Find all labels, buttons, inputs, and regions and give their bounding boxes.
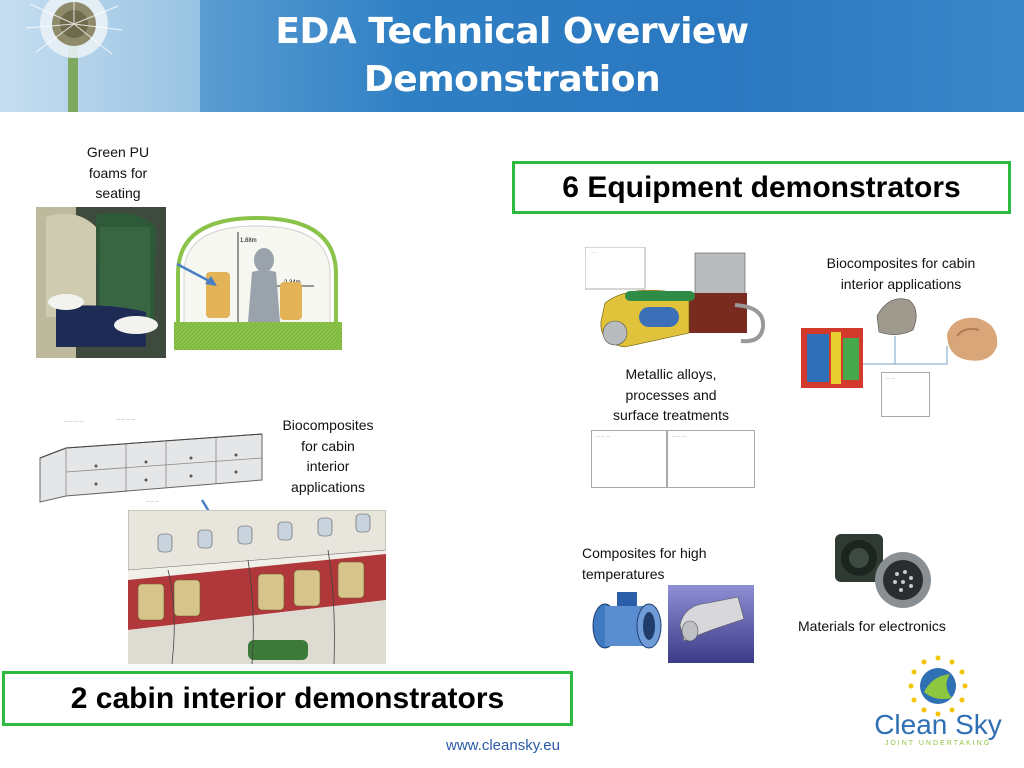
caption-biocomposites-right: Biocomposites for cabin interior applica…	[806, 253, 996, 294]
title-line-2: Demonstration	[363, 59, 661, 100]
svg-text:— — — —: — — — —	[116, 416, 135, 421]
caption-line: seating	[95, 185, 141, 201]
caption-line: interior applications	[840, 275, 962, 292]
caption-line: temperatures	[582, 565, 665, 582]
caption-line: surface treatments	[613, 407, 729, 423]
cabin-cross-section: 1.88m 2.34m	[174, 215, 342, 350]
page-title: EDA Technical Overview Demonstration	[0, 8, 1024, 104]
svg-text:— —: — —	[591, 250, 598, 254]
clean-sky-logo: Clean Sky JOINT UNDERTAKING	[874, 655, 1002, 747]
image-placeholder: — — —	[591, 430, 667, 488]
caption-metallic: Metallic alloys, processes and surface t…	[596, 364, 746, 426]
cabin-interior-cutaway	[128, 510, 386, 664]
composite-valve-image	[592, 592, 662, 649]
caption-composites: Composites for high temperatures	[582, 543, 742, 584]
electronic-connectors-image	[835, 534, 931, 608]
cabin-demonstrators-label: 2 cabin interior demonstrators	[70, 681, 505, 715]
caption-line: processes and	[625, 386, 717, 403]
seat-photo	[36, 207, 166, 358]
caption-line: Biocomposites for cabin	[826, 255, 976, 271]
header-banner: EDA Technical Overview Demonstration	[0, 0, 1024, 112]
cabin-demonstrators-box: 2 cabin interior demonstrators	[2, 671, 573, 726]
caption-line: Green PU	[86, 144, 150, 160]
caption-line: foams for	[88, 164, 148, 181]
svg-text:— — — —: — — — —	[64, 418, 83, 423]
caption-line: Composites for high	[582, 545, 707, 561]
title-line-1: EDA Technical Overview	[275, 11, 749, 52]
equipment-demonstrators-label: 6 Equipment demonstrators	[562, 170, 961, 204]
equipment-assembly-image: — —	[585, 247, 765, 348]
caption-line: Metallic alloys,	[625, 366, 717, 382]
caption-line: interior	[306, 458, 350, 474]
caption-materials-electronics: Materials for electronics	[798, 616, 978, 637]
arrow-to-seat	[176, 262, 217, 286]
logo-name: Clean Sky	[874, 709, 1002, 740]
caption-line: applications	[291, 478, 365, 495]
caption-line: for cabin	[301, 437, 355, 454]
caption-biocomposites-left: Biocomposites for cabin interior applica…	[272, 415, 384, 497]
footer-url[interactable]: www.cleansky.eu	[446, 737, 560, 754]
caption-green-pu: Green PU foams for seating	[68, 142, 168, 204]
image-placeholder: — —	[881, 372, 930, 417]
dimension-label-height: 1.88m	[240, 238, 257, 244]
biocomposite-parts-image	[801, 298, 998, 388]
image-placeholder: — — —	[667, 430, 755, 488]
caption-line: Biocomposites	[282, 417, 374, 433]
logo-tagline: JOINT UNDERTAKING	[885, 740, 991, 747]
galley-drawing: — — — — — — — — — — —	[39, 416, 263, 503]
dandelion-image	[0, 0, 200, 112]
caption-line: Materials for electronics	[798, 618, 946, 634]
composite-bracket-render	[668, 585, 754, 663]
svg-text:— — —: — — —	[146, 499, 159, 503]
equipment-demonstrators-box: 6 Equipment demonstrators	[512, 161, 1011, 214]
